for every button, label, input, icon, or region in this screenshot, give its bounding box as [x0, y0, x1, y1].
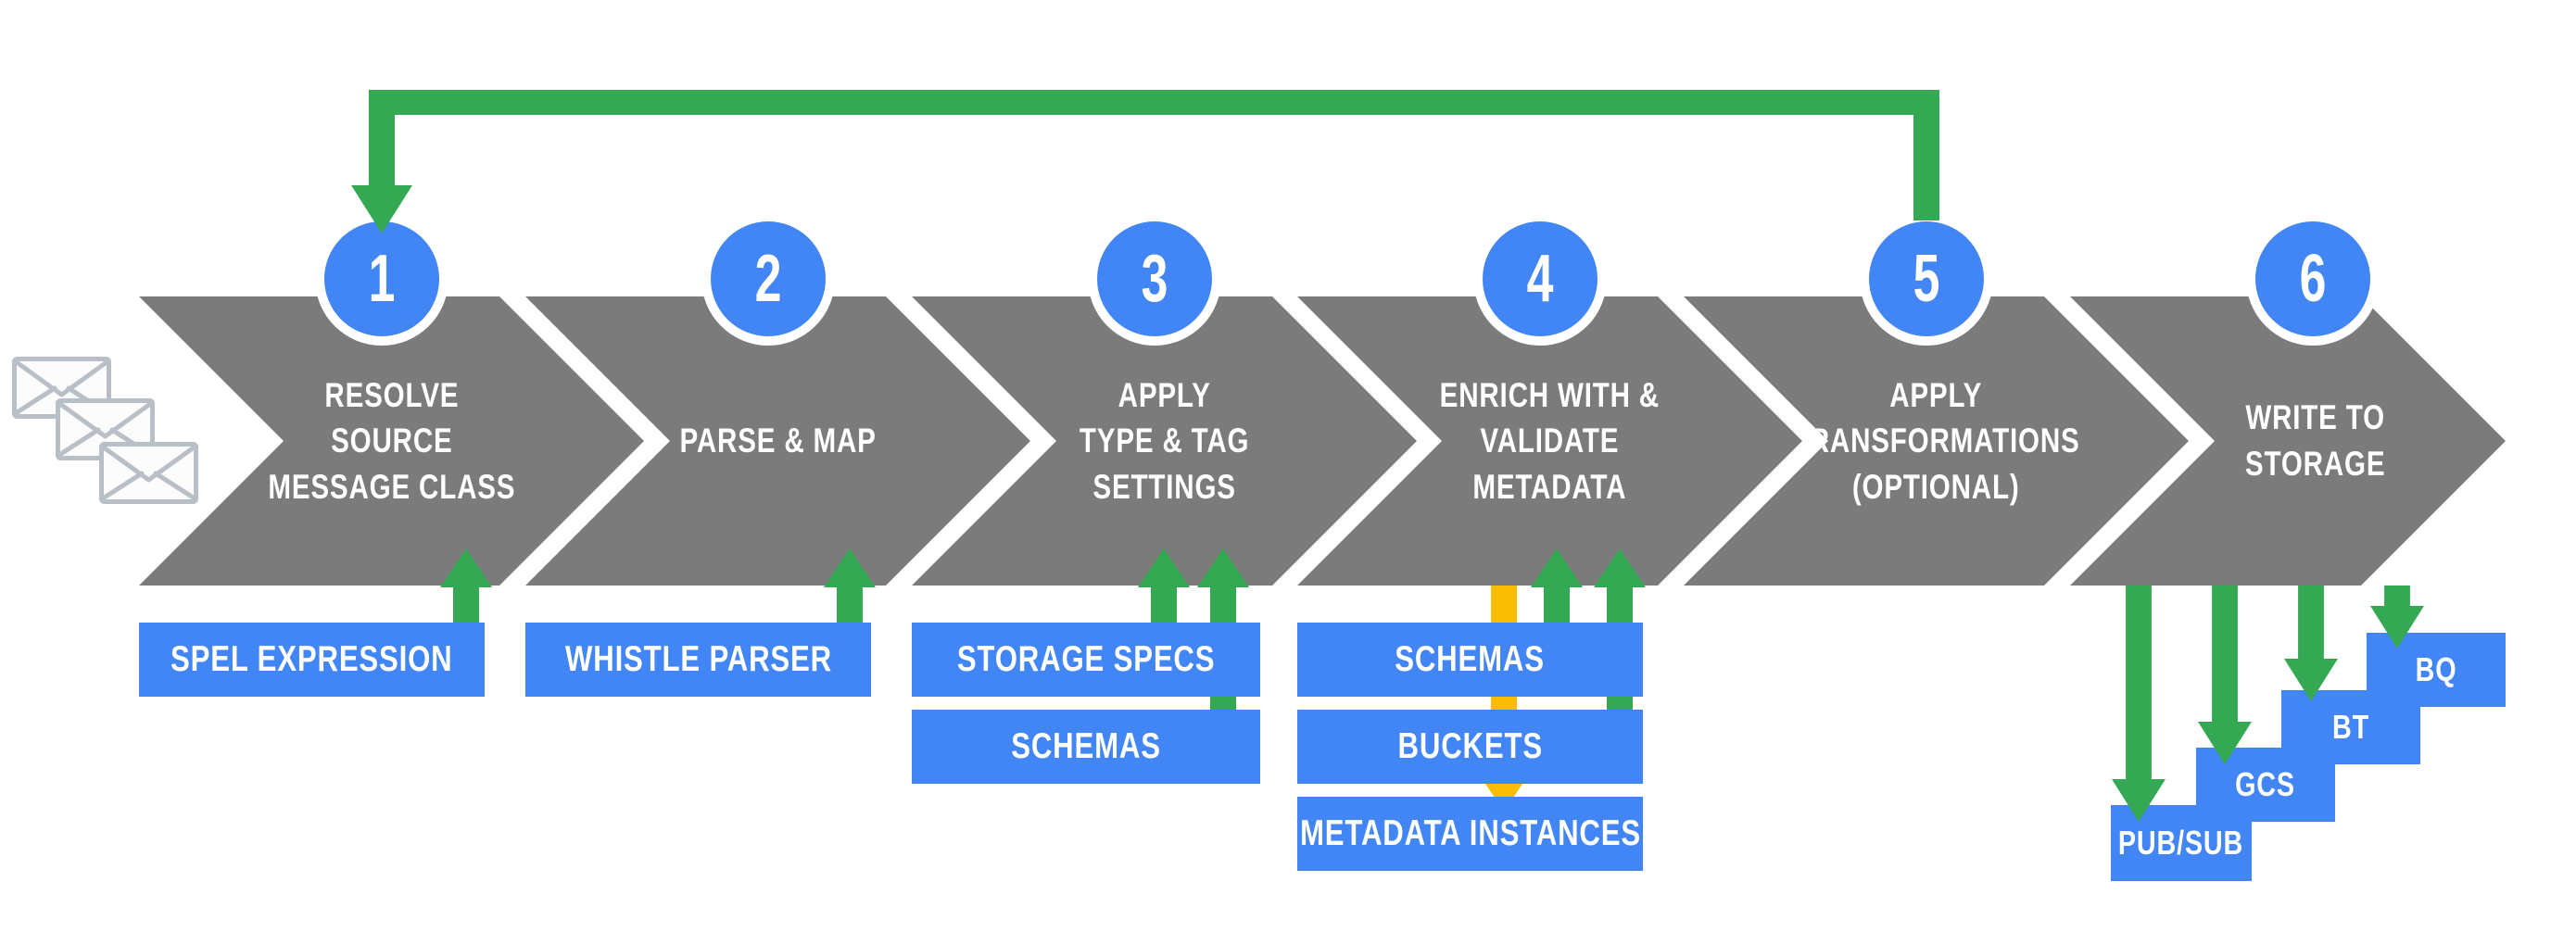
- envelope-icon: [99, 442, 198, 504]
- envelopes-stack-icon: [12, 357, 198, 504]
- input-box-schemas-step4: SCHEMAS: [1297, 623, 1643, 697]
- write-arrow-gcs: [2198, 586, 2252, 764]
- write-arrow-pubsub: [2112, 586, 2166, 822]
- write-arrow-bt: [2284, 586, 2338, 701]
- feedback-arrow-right-segment: [1913, 90, 1939, 220]
- input-box-buckets: BUCKETS: [1297, 710, 1643, 784]
- storage-box-pubsub: PUB/SUB: [2111, 805, 2252, 881]
- input-box-storage-specs: STORAGE SPECS: [912, 623, 1260, 697]
- feedback-arrow-horizontal-line: [369, 90, 1939, 115]
- step-circle-4: 4: [1473, 212, 1607, 346]
- step-title-2: PARSE & MAP: [679, 422, 877, 460]
- step-circle-3: 3: [1088, 212, 1221, 346]
- step-title-1: RESOLVE SOURCE MESSAGE CLASS: [268, 375, 515, 506]
- step-circle-5: 5: [1860, 212, 1993, 346]
- input-box-spel-expression: SPEL EXPRESSION: [139, 623, 485, 697]
- input-box-schemas-step3: SCHEMAS: [912, 710, 1260, 784]
- step-title-4: ENRICH WITH & VALIDATE METADATA: [1439, 375, 1661, 506]
- step-title-3: APPLY TYPE & TAG SETTINGS: [1079, 375, 1250, 506]
- envelope-icon: [56, 398, 155, 460]
- feedback-arrow-left-shaft: [369, 90, 395, 187]
- step-circle-2: 2: [701, 212, 835, 346]
- step-circle-6: 6: [2246, 212, 2380, 346]
- step-title-6: WRITE TO STORAGE: [2245, 398, 2386, 483]
- output-box-metadata-instances: METADATA INSTANCES: [1297, 797, 1643, 871]
- step-title-5: APPLY TRANSFORMATIONS (OPTIONAL): [1792, 375, 2080, 506]
- input-box-whistle-parser: WHISTLE PARSER: [525, 623, 871, 697]
